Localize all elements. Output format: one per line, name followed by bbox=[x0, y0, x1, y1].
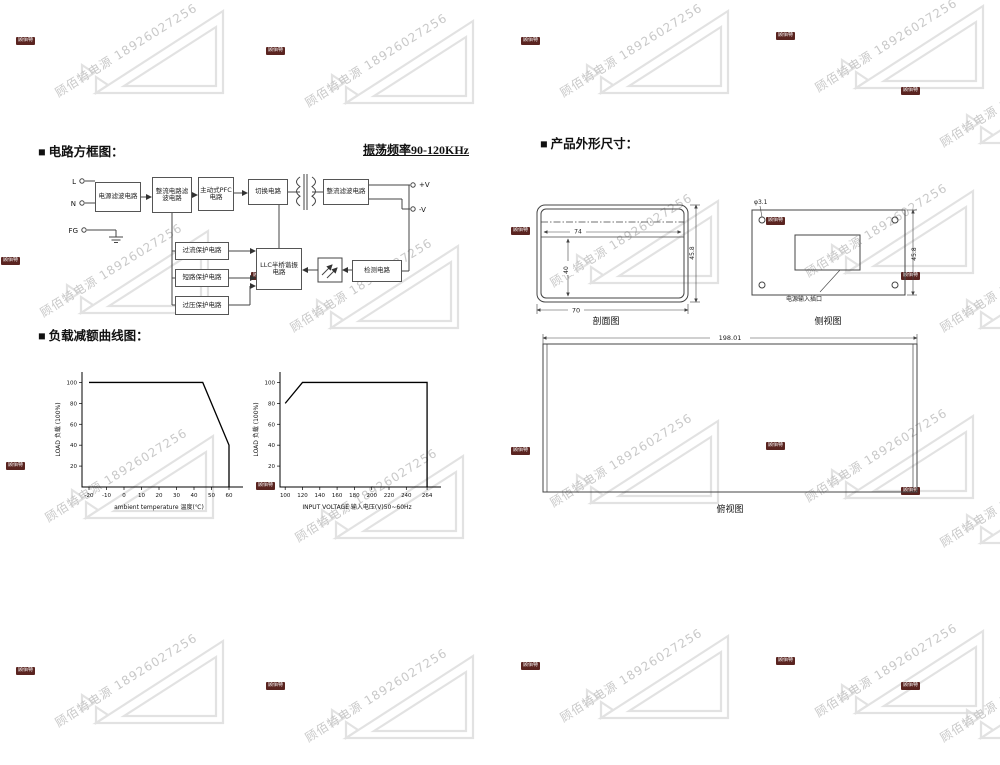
block-switching: 切换电路 bbox=[248, 179, 288, 205]
svg-text:10: 10 bbox=[138, 493, 145, 499]
svg-text:60: 60 bbox=[70, 422, 77, 428]
svg-text:-20: -20 bbox=[85, 493, 94, 499]
block-output-rectifier: 整流滤波电路 bbox=[323, 179, 369, 205]
svg-text:30: 30 bbox=[173, 493, 180, 499]
block-ovp: 过压保护电路 bbox=[175, 296, 229, 315]
svg-text:180: 180 bbox=[349, 493, 360, 499]
terminal-vneg-label: -V bbox=[419, 206, 426, 214]
svg-text:240: 240 bbox=[401, 493, 412, 499]
svg-text:264: 264 bbox=[422, 493, 433, 499]
svg-text:100: 100 bbox=[67, 380, 78, 386]
block-scp: 短路保护电路 bbox=[175, 269, 229, 287]
datasheet-page: ■ 电路方框图： 振荡频率90-120KHz ■ 产品外形尺寸： ■ 负载减额曲… bbox=[38, 137, 940, 533]
block-diagram-title: ■ 电路方框图： bbox=[38, 145, 124, 159]
derating-title: ■ 负载减额曲线图： bbox=[38, 329, 149, 343]
svg-text:LOAD 负载 (100%): LOAD 负载 (100%) bbox=[252, 402, 260, 456]
terminal-n-label: N bbox=[71, 200, 76, 208]
svg-text:20: 20 bbox=[268, 464, 275, 470]
terminal-l-label: L bbox=[72, 178, 76, 186]
opto-isolator-icon bbox=[317, 257, 343, 283]
block-detect: 检测电路 bbox=[352, 260, 402, 282]
svg-text:200: 200 bbox=[366, 493, 377, 499]
svg-text:20: 20 bbox=[156, 493, 163, 499]
block-llc: LLC半桥谐振电路 bbox=[256, 248, 302, 290]
section-view-label: 剖面图 bbox=[592, 315, 619, 326]
section-view-drawing: 74 40 70 45.8 剖面图 bbox=[528, 192, 703, 337]
svg-text:140: 140 bbox=[315, 493, 326, 499]
terminal-fg-label: FG bbox=[69, 227, 78, 235]
svg-text:40: 40 bbox=[70, 443, 77, 449]
svg-text:120: 120 bbox=[297, 493, 308, 499]
svg-text:80: 80 bbox=[70, 401, 77, 407]
svg-text:100: 100 bbox=[265, 380, 276, 386]
svg-text:40: 40 bbox=[268, 443, 275, 449]
oscillation-frequency-note: 振荡频率90-120KHz bbox=[363, 143, 469, 157]
block-ocp: 过流保护电路 bbox=[175, 242, 229, 260]
side-view-drawing: φ3.1 45.8 电源输入插口 侧视图 bbox=[740, 192, 925, 337]
svg-text:0: 0 bbox=[122, 493, 126, 499]
block-emi-filter: 电源滤波电路 bbox=[95, 182, 141, 212]
side-view-label: 侧视图 bbox=[814, 315, 841, 326]
top-view-drawing: 198.01 俯视图 bbox=[530, 330, 940, 525]
dimensions-title: ■ 产品外形尺寸： bbox=[540, 137, 639, 151]
svg-text:40: 40 bbox=[191, 493, 198, 499]
section-dim-458-label: 45.8 bbox=[689, 246, 696, 260]
svg-text:160: 160 bbox=[332, 493, 343, 499]
svg-text:ambient temperature 温度(℃): ambient temperature 温度(℃) bbox=[114, 503, 204, 511]
svg-text:80: 80 bbox=[268, 401, 275, 407]
section-dim-74-label: 74 bbox=[574, 229, 582, 236]
side-hole-dim-label: φ3.1 bbox=[754, 199, 768, 206]
svg-text:INPUT VOLTAGE 输入电压(V)50~60Hz: INPUT VOLTAGE 输入电压(V)50~60Hz bbox=[302, 503, 411, 511]
top-dim-19801-label: 198.01 bbox=[719, 334, 742, 342]
terminal-vpos-label: +V bbox=[419, 181, 430, 189]
ground-icon bbox=[109, 236, 123, 243]
svg-text:220: 220 bbox=[384, 493, 395, 499]
svg-text:-10: -10 bbox=[102, 493, 111, 499]
section-dim-70-label: 70 bbox=[572, 307, 580, 315]
circuit-block-diagram: L N FG +V -V 电源滤波电路 整流电路滤波电路 主动式PFC电路 切换… bbox=[38, 160, 468, 335]
block-pfc: 主动式PFC电路 bbox=[198, 177, 234, 211]
svg-text:100: 100 bbox=[280, 493, 291, 499]
top-view-label: 俯视图 bbox=[716, 503, 743, 514]
svg-text:20: 20 bbox=[70, 464, 77, 470]
side-socket-label: 电源输入插口 bbox=[786, 295, 822, 303]
svg-text:50: 50 bbox=[208, 493, 215, 499]
svg-text:60: 60 bbox=[226, 493, 233, 499]
svg-text:60: 60 bbox=[268, 422, 275, 428]
derating-chart-temperature: -20 -10 0 10 20 30 40 50 60 20 40 60 80 100 ambient te… bbox=[50, 360, 260, 533]
transformer-icon bbox=[296, 174, 316, 210]
side-dim-458-label: 45.8 bbox=[911, 247, 918, 261]
block-rectifier-filter: 整流电路滤波电路 bbox=[152, 177, 192, 213]
svg-text:LOAD 负载 (100%): LOAD 负载 (100%) bbox=[54, 402, 62, 456]
section-dim-40-label: 40 bbox=[563, 266, 570, 274]
